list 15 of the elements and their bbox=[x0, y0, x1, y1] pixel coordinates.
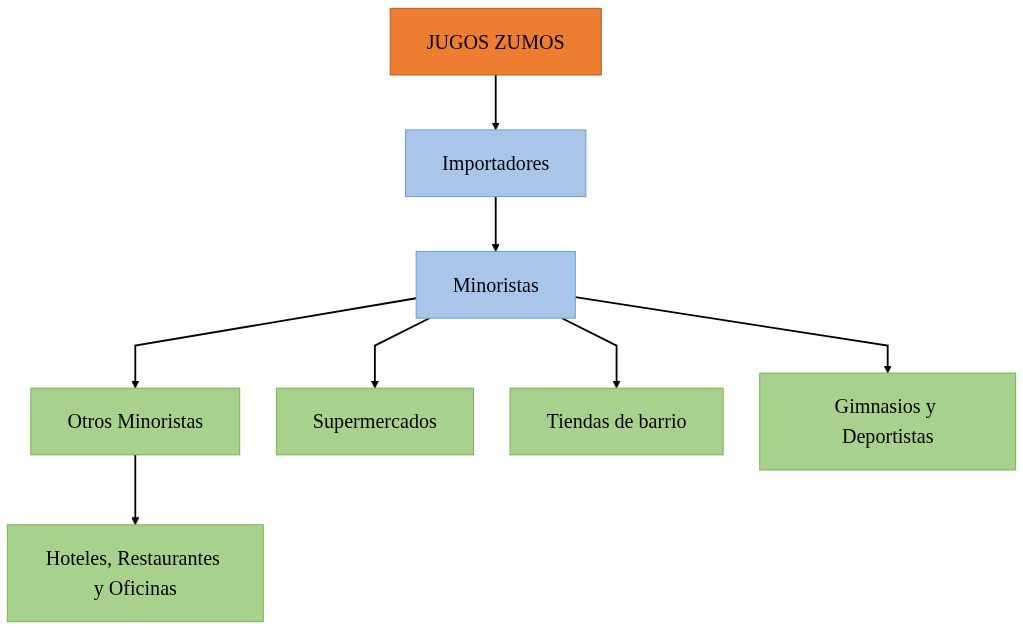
arrow bbox=[574, 296, 892, 374]
arrow bbox=[131, 453, 140, 526]
node-box: Hoteles, Restaurantes y Oficinas bbox=[6, 524, 264, 623]
arrow bbox=[491, 195, 500, 252]
arrow bbox=[131, 297, 418, 389]
node-box: Importadores bbox=[405, 129, 587, 198]
arrow bbox=[561, 317, 621, 389]
node-box: Supermercados bbox=[275, 387, 474, 456]
node-box: Minoristas bbox=[415, 251, 576, 319]
node-box: Otros Minoristas bbox=[30, 387, 241, 456]
arrow bbox=[370, 317, 431, 389]
arrow bbox=[491, 74, 500, 131]
node-box: Tiendas de barrio bbox=[509, 387, 724, 456]
node-box: JUGOS ZUMOS bbox=[389, 7, 602, 76]
node-box: Gimnasios y Deportistas bbox=[759, 372, 1017, 471]
